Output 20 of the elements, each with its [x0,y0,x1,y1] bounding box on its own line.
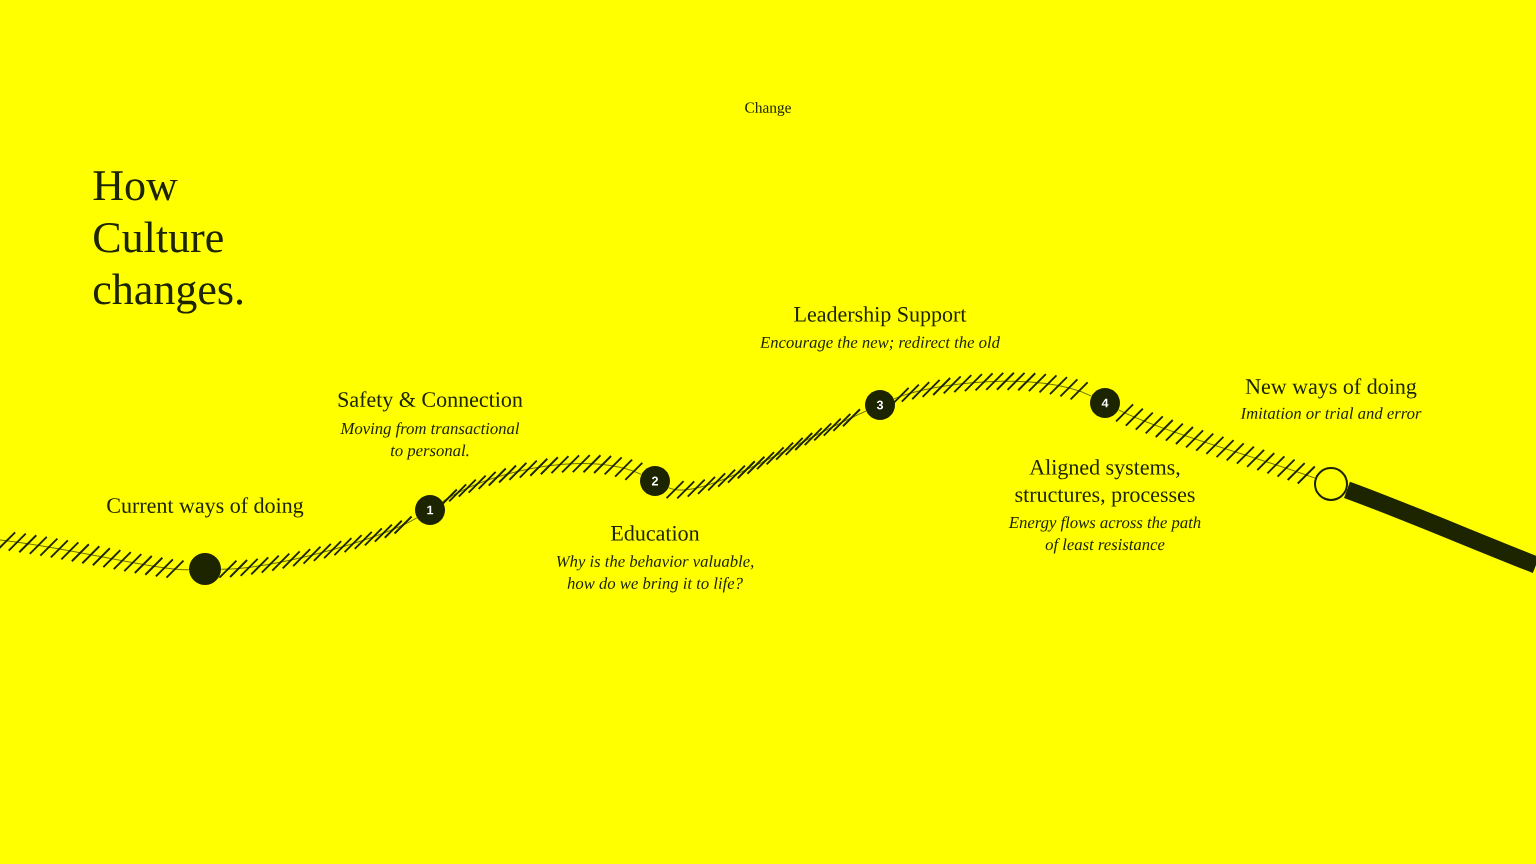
path-dot [189,553,221,585]
thick-line [1344,481,1536,574]
hatched-path [665,408,867,500]
stage-description: Why is the behavior valuable, how do we bring it to life? [556,555,754,593]
stage-title: Education [611,525,700,541]
stage-description: Moving from transactional to personal. [340,422,520,460]
stage-description: Encourage the new; redirect the old [759,336,1000,352]
stage-title: Current ways of doing [107,497,304,518]
open-circle [1314,467,1348,501]
hatched-path [1115,403,1316,485]
stage-title: Leadership Support [794,306,967,327]
stage-title: Aligned systems, structures, processes [1015,459,1195,507]
stage-title: New ways of doing [1245,378,1417,399]
hatched-path [218,515,418,579]
title: How Culture changes. [93,171,243,314]
stage-description: Energy flows across the path of least resistance [1008,516,1201,554]
page-label: Change [745,102,791,116]
hatched-path [0,531,190,579]
stage-title: Safety & Connection [338,391,523,412]
stage-description: Imitation or trial and error [1240,407,1422,419]
